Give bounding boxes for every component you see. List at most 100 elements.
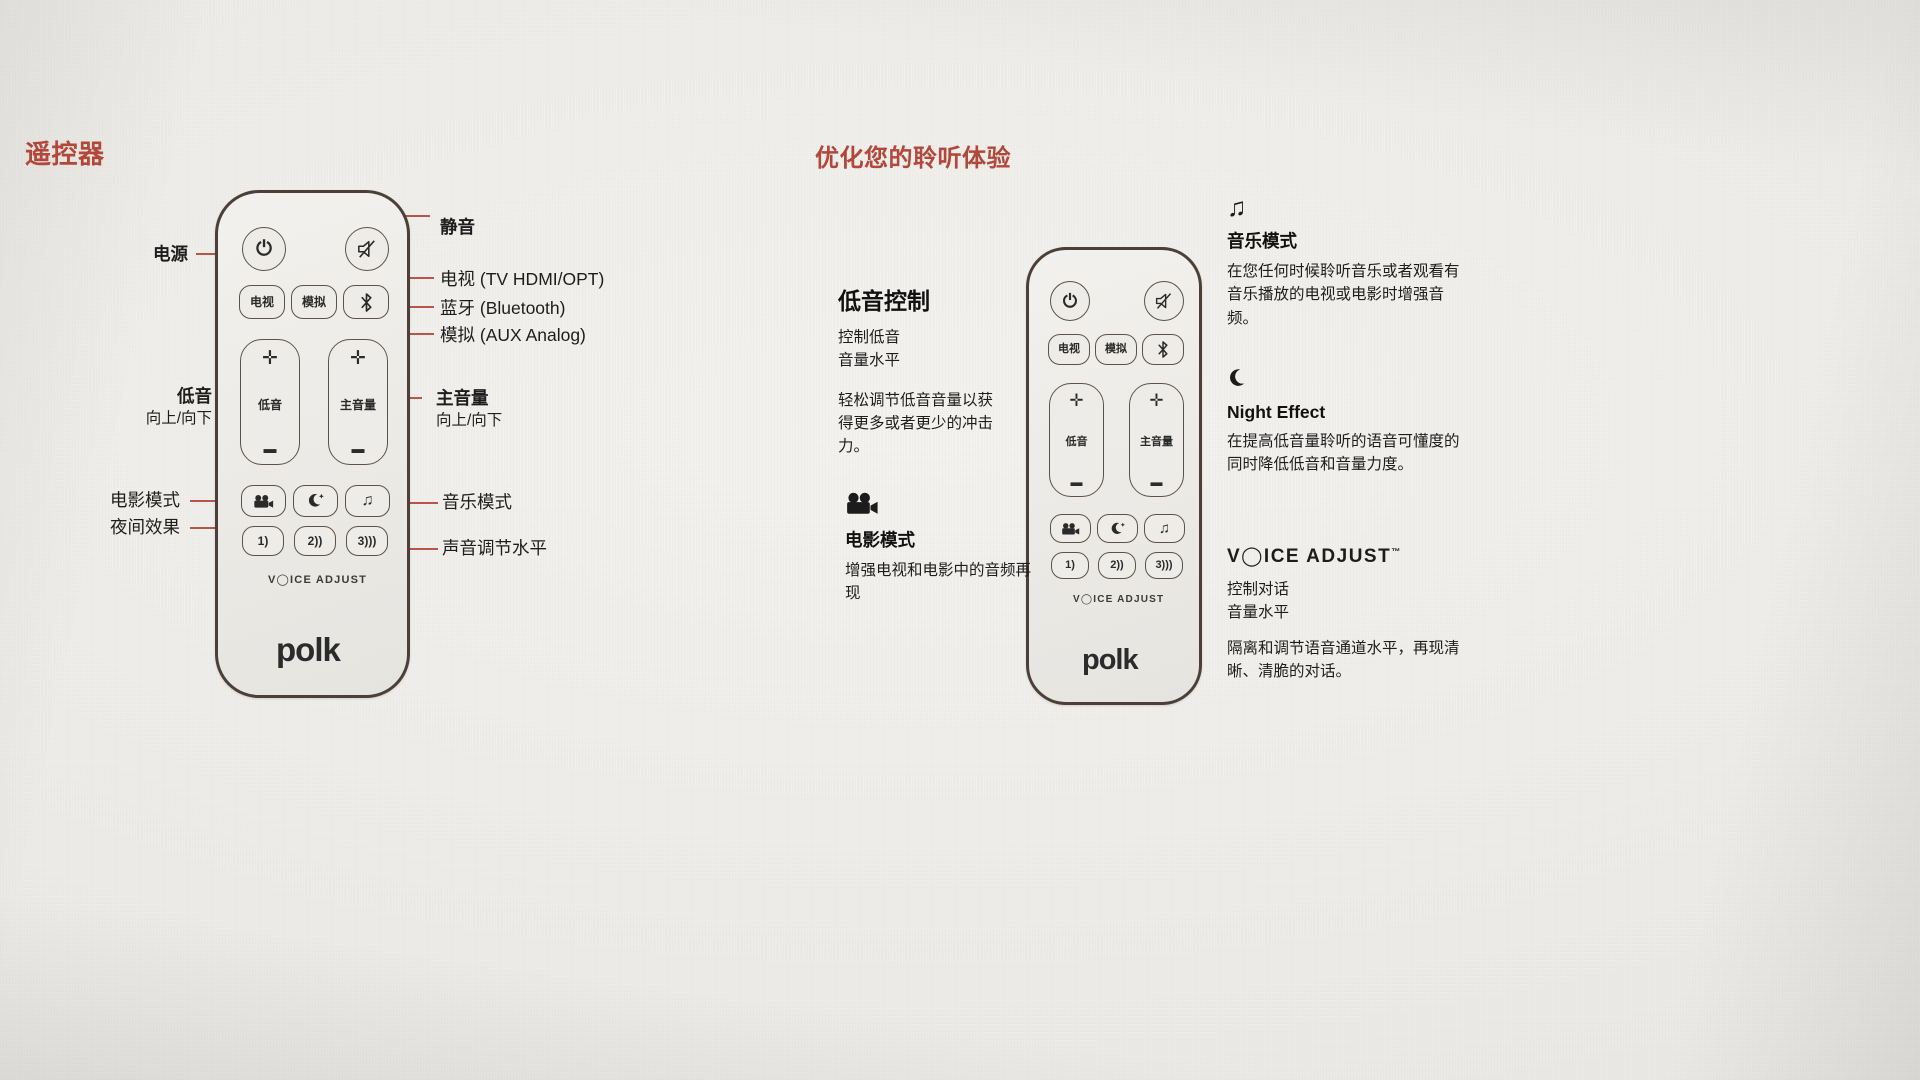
aux-button[interactable]: 模拟 bbox=[291, 285, 337, 319]
callout-bluetooth: 蓝牙 (Bluetooth) bbox=[440, 297, 565, 321]
power-button[interactable]: ⏻ bbox=[242, 227, 286, 271]
volume-rocker-label: 主音量 bbox=[339, 398, 376, 412]
feature-bass-control: 低音控制 控制低音 音量水平 轻松调节低音音量以获得更多或者更少的冲击力。 bbox=[838, 282, 998, 458]
power-button-2[interactable]: ⏻ bbox=[1050, 281, 1090, 321]
feature-bass-line2: 音量水平 bbox=[838, 352, 901, 370]
mute-icon-2 bbox=[1155, 293, 1172, 309]
bass-rocker-2[interactable]: ✛ 低音 ▬ bbox=[1049, 383, 1104, 497]
tv-button-label: 电视 bbox=[249, 295, 274, 309]
music-mode-button[interactable]: ♫ bbox=[345, 485, 390, 517]
leader-voice-level bbox=[386, 548, 438, 550]
aux-button-label-2: 模拟 bbox=[1105, 343, 1127, 355]
bass-rocker[interactable]: ✛ 低音 ▬ bbox=[240, 339, 300, 465]
bass-rocker-label-2: 低音 bbox=[1065, 436, 1088, 448]
volume-plus-icon-2[interactable]: ✛ bbox=[1149, 391, 1164, 410]
bass-plus-icon[interactable]: ✛ bbox=[262, 348, 278, 369]
feature-bass-body: 轻松调节低音音量以获得更多或者更少的冲击力。 bbox=[838, 391, 994, 456]
callout-tv: 电视 (TV HDMI/OPT) bbox=[440, 268, 604, 292]
movie-camera-icon-2 bbox=[1062, 522, 1080, 535]
voice-adjust-3-label: 3))) bbox=[357, 534, 377, 548]
feature-night-effect: Night Effect 在提高低音量聆听的语音可懂度的同时降低低音和音量力度。 bbox=[1227, 367, 1467, 477]
feature-night-heading: Night Effect bbox=[1227, 402, 1326, 422]
night-effect-button[interactable] bbox=[293, 485, 338, 517]
music-note-icon-feature: ♫ bbox=[1227, 192, 1247, 222]
feature-music-body: 在您任何时候聆听音乐或者观看有音乐播放的电视或电影时增强音频。 bbox=[1227, 263, 1460, 327]
movie-camera-icon-feature bbox=[845, 492, 1045, 519]
callout-volume-title: 主音量 bbox=[436, 388, 489, 408]
callout-bass-title: 低音 bbox=[177, 386, 212, 406]
remote-control-diagram: ⏻ 电视 模拟 ✛ 低音 ▬ ✛ 主音量 ▬ bbox=[215, 190, 410, 698]
tv-button-label-2: 电视 bbox=[1058, 343, 1080, 355]
callout-volume: 主音量 向上/向下 bbox=[436, 387, 502, 432]
remote-control-illustration: ⏻ 电视 模拟 ✛ 低音 ▬ ✛ 主音量 ▬ bbox=[1026, 247, 1202, 705]
voice-adjust-1-label-2: 1) bbox=[1065, 559, 1075, 571]
voice-adjust-wordmark: V◯ICE ADJUST bbox=[268, 574, 368, 586]
bass-minus-icon[interactable]: ▬ bbox=[263, 441, 277, 456]
trademark-symbol: ™ bbox=[1391, 546, 1402, 557]
volume-minus-icon[interactable]: ▬ bbox=[351, 441, 365, 456]
volume-rocker-2[interactable]: ✛ 主音量 ▬ bbox=[1129, 383, 1184, 497]
mute-button-2[interactable] bbox=[1144, 281, 1184, 321]
polk-logo-2: polk bbox=[1082, 644, 1139, 676]
feature-bass-heading: 低音控制 bbox=[838, 288, 930, 314]
voice-adjust-2-button[interactable]: 2)) bbox=[294, 526, 336, 556]
callout-movie-mode-title: 电影模式 bbox=[110, 490, 180, 510]
bass-minus-icon-2[interactable]: ▬ bbox=[1070, 475, 1083, 489]
page-title-remote: 遥控器 bbox=[25, 139, 105, 169]
feature-night-body: 在提高低音量聆听的语音可懂度的同时降低低音和音量力度。 bbox=[1227, 433, 1460, 474]
callout-mute: 静音 bbox=[440, 216, 475, 240]
movie-mode-button-2[interactable] bbox=[1050, 514, 1091, 543]
volume-plus-icon[interactable]: ✛ bbox=[350, 348, 366, 369]
feature-voice-body: 隔离和调节语音通道水平，再现清晰、清脆的对话。 bbox=[1227, 639, 1460, 680]
feature-voice-adjust: V◯ICE ADJUST™ 控制对话 音量水平 隔离和调节语音通道水平，再现清晰… bbox=[1227, 545, 1467, 683]
leader-music bbox=[386, 502, 438, 504]
voice-adjust-1-button-2[interactable]: 1) bbox=[1051, 552, 1089, 579]
music-note-icon-2: ♫ bbox=[1158, 520, 1171, 537]
feature-movie-heading: 电影模式 bbox=[845, 530, 915, 550]
callout-movie-mode: 电影模式 bbox=[40, 489, 180, 513]
voice-adjust-2-label-2: 2)) bbox=[1110, 559, 1124, 571]
feature-bass-line1: 控制低音 bbox=[838, 329, 901, 346]
bass-rocker-label: 低音 bbox=[257, 398, 282, 412]
mute-button[interactable] bbox=[345, 227, 389, 271]
voice-adjust-3-button[interactable]: 3))) bbox=[346, 526, 388, 556]
aux-button-label: 模拟 bbox=[301, 295, 326, 309]
callout-voice-level-title: 声音调节水平 bbox=[442, 538, 547, 558]
voice-adjust-3-button-2[interactable]: 3))) bbox=[1145, 552, 1183, 579]
callout-aux-title: 模拟 (AUX Analog) bbox=[440, 325, 586, 345]
voice-adjust-1-button[interactable]: 1) bbox=[242, 526, 284, 556]
music-note-icon: ♫ bbox=[361, 492, 374, 509]
bass-plus-icon-2[interactable]: ✛ bbox=[1069, 391, 1084, 410]
volume-minus-icon-2[interactable]: ▬ bbox=[1150, 475, 1163, 489]
power-icon-2: ⏻ bbox=[1062, 291, 1078, 311]
moon-icon-2 bbox=[1111, 522, 1125, 534]
voice-adjust-logo-text: V◯ICE ADJUST bbox=[1227, 546, 1392, 567]
callout-music-mode: 音乐模式 bbox=[442, 491, 512, 515]
tv-button[interactable]: 电视 bbox=[239, 285, 285, 319]
music-mode-button-2[interactable]: ♫ bbox=[1144, 514, 1185, 543]
volume-rocker[interactable]: ✛ 主音量 ▬ bbox=[328, 339, 388, 465]
feature-movie-body: 增强电视和电影中的音频再现 bbox=[845, 562, 1032, 603]
callout-tv-title: 电视 (TV HDMI/OPT) bbox=[440, 269, 605, 289]
voice-adjust-3-label-2: 3))) bbox=[1155, 559, 1173, 571]
bluetooth-button-2[interactable] bbox=[1142, 334, 1184, 365]
moon-icon-feature bbox=[1227, 367, 1467, 394]
night-effect-button-2[interactable] bbox=[1097, 514, 1138, 543]
bluetooth-button[interactable] bbox=[343, 285, 389, 319]
callout-volume-sub: 向上/向下 bbox=[436, 411, 503, 429]
voice-adjust-logo: V◯ICE ADJUST™ bbox=[1227, 545, 1467, 568]
feature-voice-line2: 音量水平 bbox=[1227, 604, 1290, 622]
callout-power: 电源 bbox=[60, 243, 188, 267]
voice-adjust-2-button-2[interactable]: 2)) bbox=[1098, 552, 1136, 579]
feature-music-heading: 音乐模式 bbox=[1227, 231, 1297, 251]
bluetooth-icon bbox=[360, 292, 372, 312]
movie-camera-icon bbox=[254, 494, 274, 508]
aux-button-2[interactable]: 模拟 bbox=[1095, 334, 1137, 365]
callout-bass: 低音 向上/向下 bbox=[40, 385, 212, 430]
callout-night-effect-title: 夜间效果 bbox=[110, 517, 180, 537]
tv-button-2[interactable]: 电视 bbox=[1048, 334, 1090, 365]
movie-mode-button[interactable] bbox=[241, 485, 286, 517]
voice-adjust-1-label: 1) bbox=[257, 534, 269, 548]
voice-adjust-wordmark-2: V◯ICE ADJUST bbox=[1073, 594, 1165, 605]
